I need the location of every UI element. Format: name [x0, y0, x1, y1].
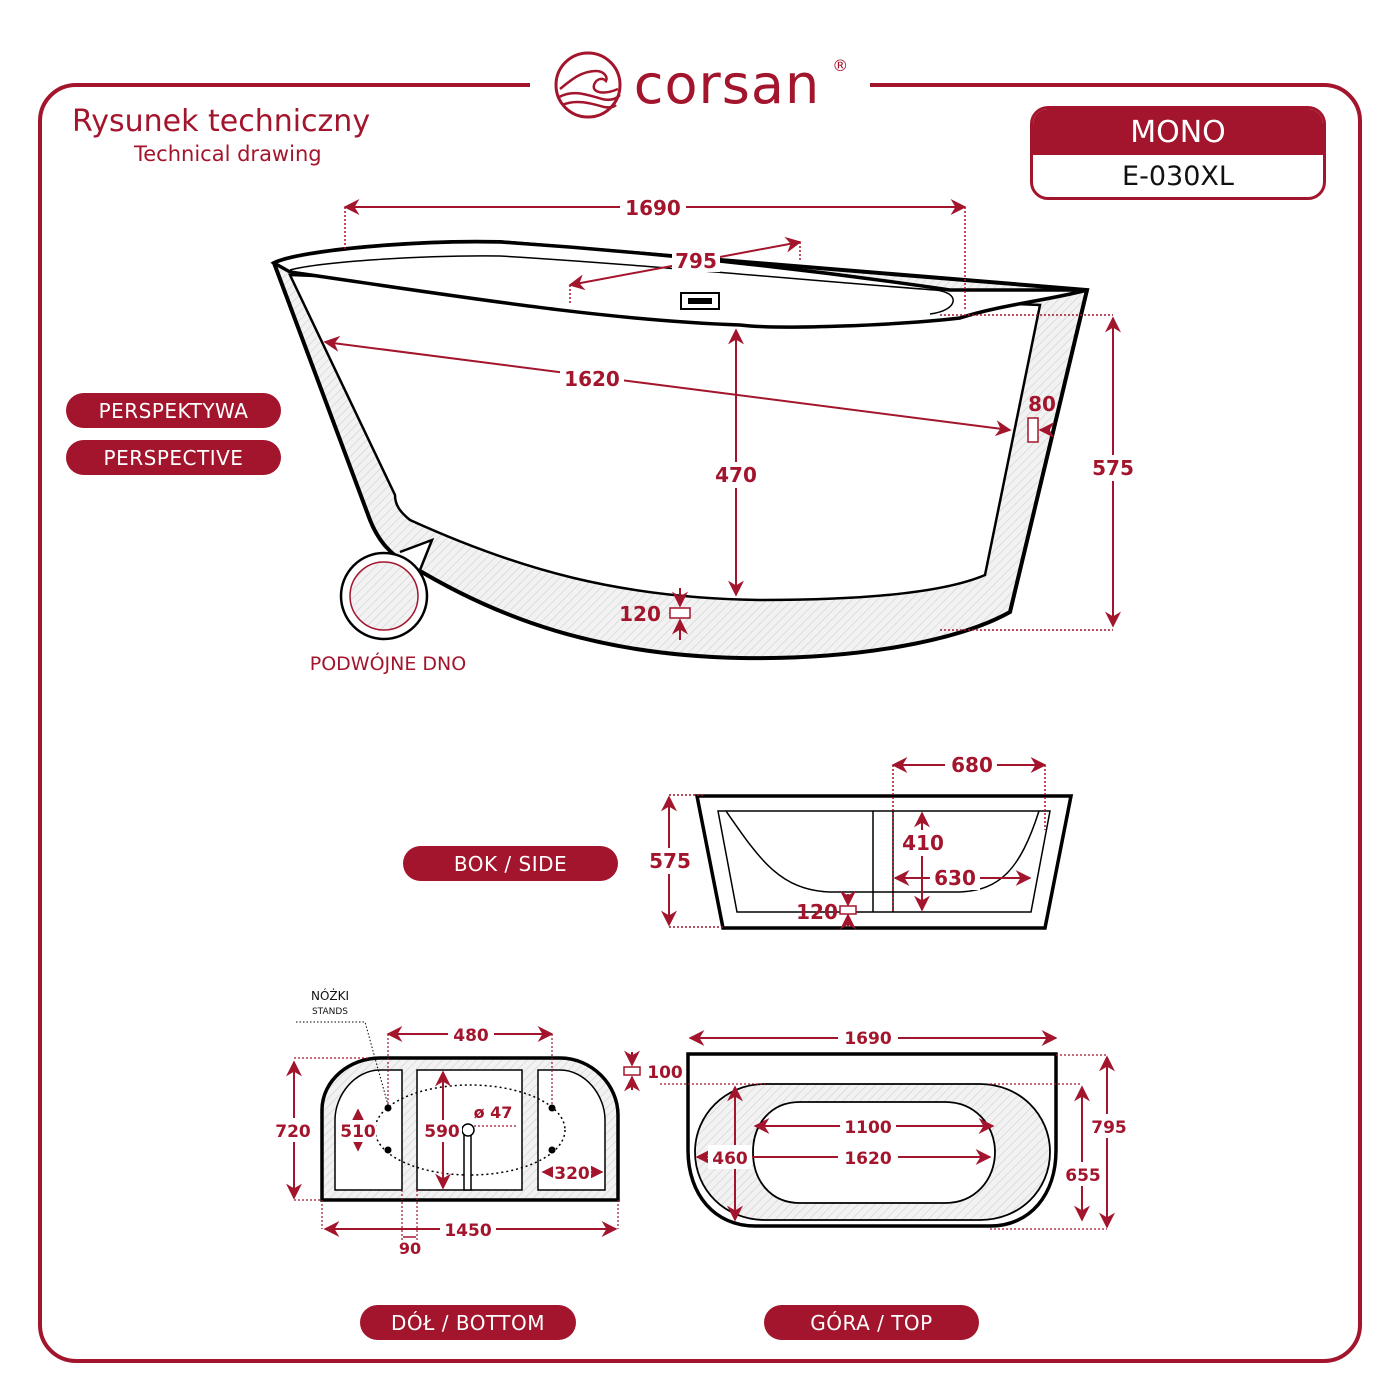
side-inner-depth: 410 [902, 831, 944, 855]
side-bottom-span: 630 [934, 866, 976, 890]
side-top-span: 680 [951, 753, 993, 777]
bottom-length: 1450 [444, 1221, 491, 1241]
perspective-wall-thickness: 80 [1028, 392, 1056, 416]
bottom-inner-height: 590 [424, 1122, 460, 1142]
perspective-bottom-thickness: 120 [619, 602, 661, 626]
top-basin-width: 460 [712, 1149, 748, 1169]
top-total-length: 1690 [844, 1029, 891, 1049]
perspective-inner-length: 1620 [564, 367, 620, 391]
perspective-width: 795 [675, 249, 717, 273]
side-view-label: BOK / SIDE [403, 846, 618, 881]
top-basin-length: 1620 [844, 1149, 891, 1169]
bottom-stand-spacing-x: 480 [453, 1026, 489, 1046]
brand-logo: corsan ® [530, 40, 870, 130]
registered-mark: ® [832, 55, 849, 75]
top-back-rim: 100 [647, 1063, 683, 1083]
double-bottom-label: PODWÓJNE DNO [310, 651, 466, 675]
perspective-total-length: 1690 [625, 196, 681, 220]
side-height: 575 [649, 849, 691, 873]
brand-name: corsan [633, 53, 821, 116]
top-basin-flat-length: 1100 [844, 1118, 891, 1138]
model-badge: MONO E-030XL [1030, 106, 1326, 200]
perspective-total-height: 575 [1092, 456, 1134, 480]
side-view: 680 410 630 575 120 [648, 752, 1074, 930]
stands-label-pl: NÓŻKI [311, 988, 349, 1003]
stands-label-en: STANDS [312, 1007, 348, 1017]
model-code: E-030XL [1122, 160, 1234, 192]
perspective-label-en: PERSPECTIVE [66, 440, 281, 475]
top-total-width: 795 [1091, 1118, 1127, 1138]
title-polish: Rysunek techniczny [72, 104, 371, 139]
bottom-stand-spacing-y: 510 [340, 1122, 376, 1142]
perspective-view: PODWÓJNE DNO 1690 795 1620 470 80 575 12… [270, 194, 1136, 675]
bottom-height: 720 [275, 1122, 311, 1142]
model-series: MONO [1033, 109, 1323, 155]
top-inner-width: 655 [1065, 1166, 1101, 1186]
top-view-label: GÓRA / TOP [764, 1305, 979, 1340]
side-bottom-thickness: 120 [796, 900, 838, 924]
top-view: 1690 100 795 655 460 1620 1100 [623, 1026, 1128, 1230]
title-english: Technical drawing [134, 142, 322, 166]
bottom-rib-width: 90 [399, 1239, 421, 1258]
bottom-view: NÓŻKI STANDS 480 720 510 590 ø 47 320 14… [272, 988, 620, 1258]
perspective-inner-depth: 470 [715, 463, 757, 487]
bottom-drain-diameter: ø 47 [474, 1103, 513, 1122]
bottom-view-label: DÓŁ / BOTTOM [360, 1305, 576, 1340]
bottom-end-width: 320 [554, 1164, 590, 1184]
wave-circle-icon [554, 51, 622, 119]
perspective-label-pl: PERSPEKTYWA [66, 393, 281, 428]
